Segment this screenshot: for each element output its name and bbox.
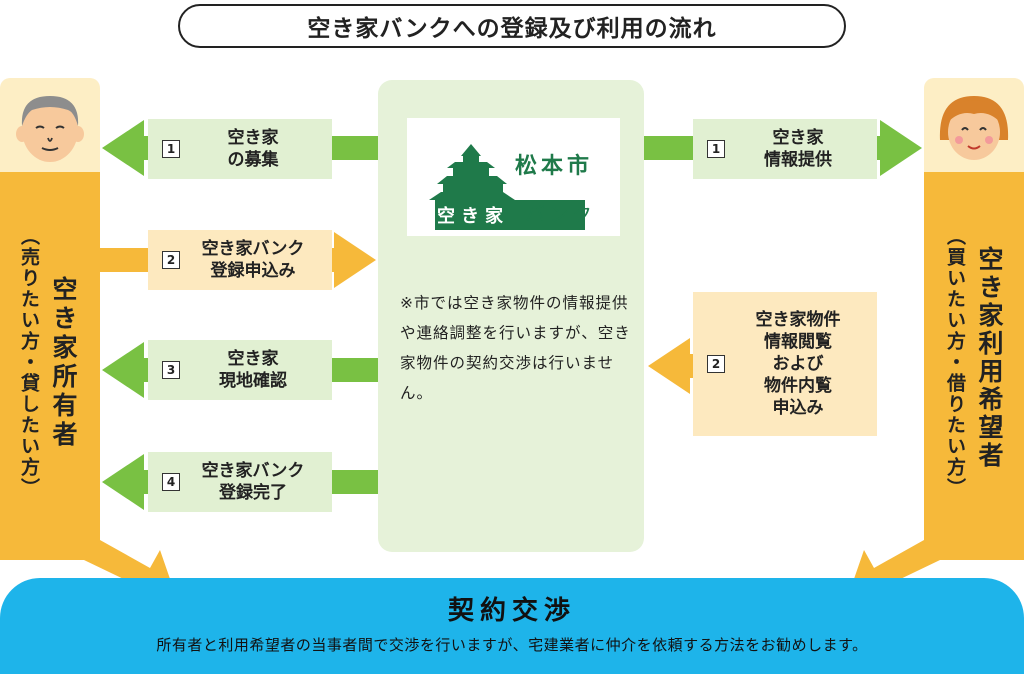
right-step-2-line3: および: [772, 354, 824, 374]
right-step-2: 2 空き家物件 情報閲覧 および 物件内覧 申込み: [693, 292, 877, 436]
left-step-2-number: 2: [162, 251, 180, 269]
left-step-1-line1: 空き家: [227, 128, 279, 148]
logo-city-name: 松本市: [515, 154, 594, 179]
left-step-1-line2: の募集: [227, 150, 279, 170]
left-step-4: 4 空き家バンク登録完了: [148, 452, 332, 512]
left-step-3-number: 3: [162, 361, 180, 379]
contract-description: 所有者と利用希望者の当事者間で交渉を行いますが、宅建業者に仲介を依頼する方法をお…: [156, 636, 868, 654]
contract-panel: [0, 578, 1024, 674]
left-step-3-line1: 空き家: [227, 349, 279, 369]
logo-bank-label: 空 き 家: [437, 202, 503, 228]
logo-char-1: 空: [437, 206, 455, 227]
contract-title: 契約交渉: [447, 596, 576, 626]
right-step-2-line2: 情報閲覧: [764, 332, 832, 352]
right-step-2-number: 2: [707, 355, 725, 373]
left-step-2-line2: 登録申込み: [210, 261, 296, 281]
right-step-2-line4: 物件内覧: [764, 376, 832, 396]
owner-title: 空き家所有者: [49, 276, 78, 450]
center-note: ※市では空き家物件の情報提供や連絡調整を行いますが、空き家物件の契約交渉は行いま…: [400, 294, 631, 402]
left-step-2: 2 空き家バンク登録申込み: [148, 230, 332, 290]
left-step-1: 1 空き家の募集: [148, 119, 332, 179]
right-step-1-line2: 情報提供: [764, 150, 832, 170]
left-step-2-line1: 空き家バンク: [201, 239, 305, 259]
left-step-3-line2: 現地確認: [219, 371, 287, 391]
user-column: [924, 172, 1024, 552]
matsumoto-akiya-bank-logo: 松本市 空 き 家 バンク: [407, 118, 620, 236]
right-step-2-arrow: [648, 338, 706, 394]
right-step-1: 1 空き家情報提供: [693, 119, 877, 179]
owner-subtitle: （売りたい方・貸したい方）: [18, 226, 40, 499]
user-subtitle: （買いたい方・借りたい方）: [944, 226, 966, 499]
right-step-1-line1: 空き家: [772, 128, 824, 148]
user-avatar-icon: [939, 96, 1009, 160]
right-step-2-line1: 空き家物件: [755, 310, 841, 330]
right-step-1-number: 1: [707, 140, 725, 158]
right-step-2-line5: 申込み: [772, 398, 824, 418]
diagram-title: 空き家バンクへの登録及び利用の流れ: [178, 4, 846, 48]
logo-char-2: き: [461, 206, 479, 227]
left-step-3: 3 空き家現地確認: [148, 340, 332, 400]
left-step-4-line1: 空き家バンク: [201, 461, 305, 481]
left-step-4-number: 4: [162, 473, 180, 491]
owner-avatar-icon: [16, 96, 84, 162]
owner-column: [0, 172, 100, 552]
user-title: 空き家利用希望者: [975, 246, 1004, 470]
castle-icon: [429, 144, 585, 230]
left-step-4-line2: 登録完了: [219, 483, 287, 503]
logo-bank-suffix: バンク: [525, 202, 595, 226]
logo-char-3: 家: [485, 206, 503, 227]
left-step-1-number: 1: [162, 140, 180, 158]
